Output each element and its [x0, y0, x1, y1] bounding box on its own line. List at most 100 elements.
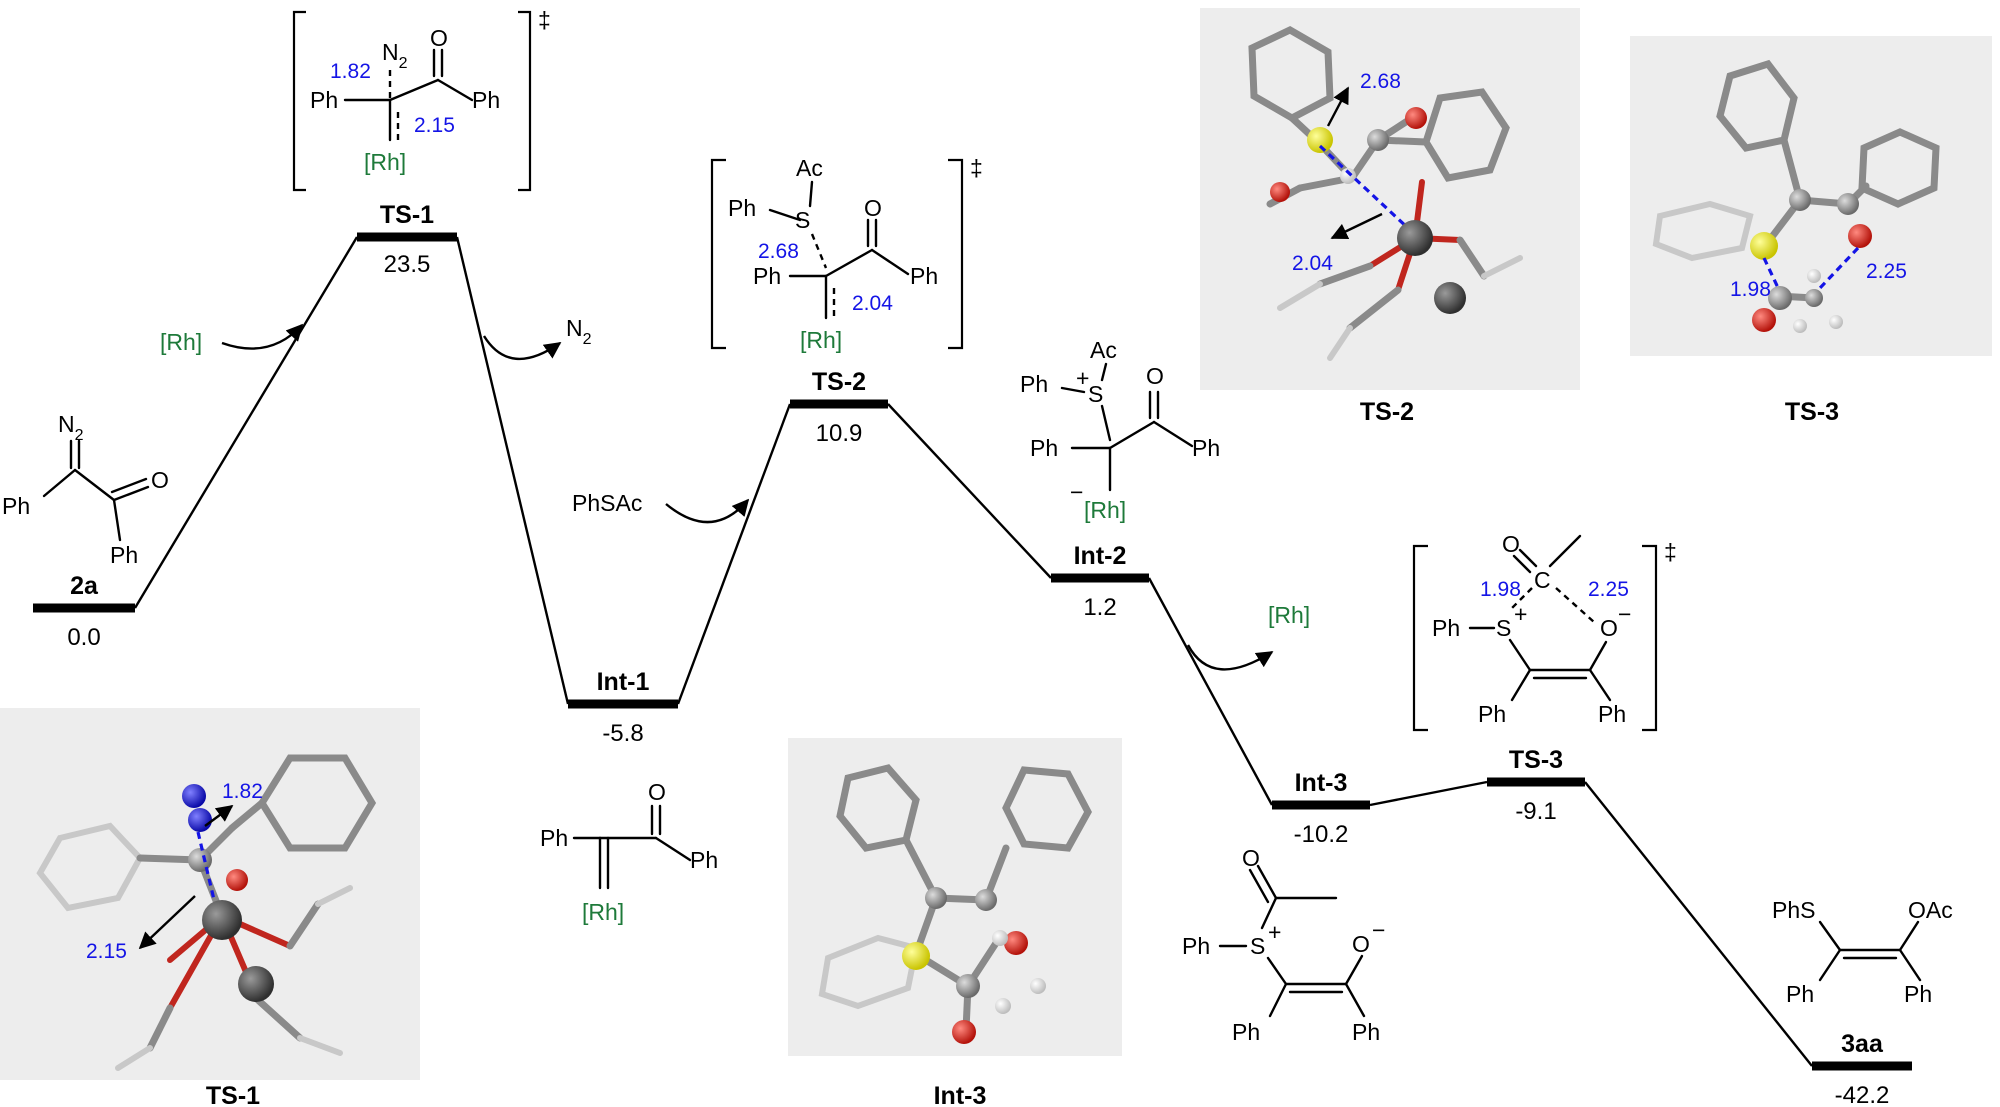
model-ts1: 1.82 2.15 TS-1: [0, 708, 420, 1107]
level-ts3-energy: -9.1: [1515, 798, 1556, 825]
ts1-3d-dist-rh: 2.15: [86, 940, 127, 963]
level-int1-label: Int-1: [597, 668, 650, 696]
ts3-ph-s: Ph: [1432, 615, 1460, 641]
n2-out-base: N: [566, 315, 583, 341]
ts2-ph-left: Ph: [753, 263, 781, 289]
int3-ph-s: Ph: [1182, 933, 1210, 959]
model-ts1-label: TS-1: [206, 1082, 260, 1107]
ts2-3d-dist-s: 2.68: [1360, 70, 1401, 93]
int3-o: O: [1242, 845, 1260, 871]
int2-s-plus: +: [1076, 365, 1089, 391]
svg-text:N2: N2: [58, 411, 84, 444]
structure-3aa: PhS OAc Ph Ph: [1772, 897, 1953, 1007]
ts1-rh: [Rh]: [364, 149, 406, 175]
int3-s: S: [1250, 933, 1265, 959]
reagent-rh-in: [Rh]: [160, 323, 304, 355]
level-int3-label: Int-3: [1295, 769, 1348, 797]
int1-rh: [Rh]: [582, 899, 624, 925]
rh-in-label: [Rh]: [160, 329, 202, 355]
ts2-o: O: [864, 195, 882, 221]
ts3-dist-s: 1.98: [1480, 578, 1521, 601]
int2-ac: Ac: [1090, 337, 1117, 363]
ts3-o-top: O: [1502, 531, 1520, 557]
ts3-s: S: [1496, 615, 1511, 641]
level-int3-energy: -10.2: [1294, 821, 1349, 848]
int3-ph-right: Ph: [1352, 1019, 1380, 1045]
level-ts3: TS-3 -9.1: [1487, 746, 1585, 825]
structure-ts3: ‡ O C 1.98 2.25 Ph S + O − Ph Ph: [1412, 531, 1677, 732]
ts1-ph-left: Ph: [310, 87, 338, 113]
2a-n2-base: N: [58, 411, 75, 437]
3aa-ph-left: Ph: [1786, 981, 1814, 1007]
ts2-dagger: ‡: [970, 155, 983, 181]
int2-o: O: [1146, 363, 1164, 389]
3aa-phs: PhS: [1772, 897, 1815, 923]
model-int3: Int-3: [788, 738, 1122, 1107]
int2-s: S: [1088, 381, 1103, 407]
level-int2: Int-2 1.2: [1051, 542, 1149, 621]
structure-ts1: ‡ N2 1.82 O Ph Ph 2.15 [Rh]: [292, 7, 551, 192]
level-ts1-label: TS-1: [380, 201, 434, 229]
structure-int2: Ac S + Ph O Ph Ph − [Rh]: [1020, 337, 1220, 523]
int3-ph-left: Ph: [1232, 1019, 1260, 1045]
int1-ph-left: Ph: [540, 825, 568, 851]
profile-connectors: [133, 236, 1813, 1067]
ts1-dagger: ‡: [538, 7, 551, 33]
level-3aa-energy: -42.2: [1835, 1082, 1890, 1107]
level-int3: Int-3 -10.2: [1272, 769, 1370, 848]
level-2a-label: 2a: [70, 572, 99, 600]
ts1-dist-rh: 2.15: [414, 114, 455, 137]
ts3-o-minus: −: [1618, 601, 1631, 627]
ts3-c: C: [1534, 567, 1551, 593]
ts3-dagger: ‡: [1664, 539, 1677, 565]
model-ts2: 2.68 2.04 TS-2: [1200, 8, 1580, 426]
reagent-rh-out: [Rh]: [1186, 602, 1310, 671]
2a-ph-left: Ph: [2, 493, 30, 519]
reagent-n2-out: N2: [482, 315, 592, 360]
ts2-dist-s: 2.68: [758, 240, 799, 263]
ts3-3d-dist-o: 2.25: [1866, 260, 1907, 283]
structure-int1: O Ph Ph [Rh]: [540, 779, 718, 925]
ts1-n2-base: N: [382, 39, 399, 65]
3aa-ph-right: Ph: [1904, 981, 1932, 1007]
level-int1: Int-1 -5.8: [568, 668, 678, 747]
level-3aa: 3aa -42.2: [1812, 1030, 1912, 1107]
int1-o: O: [648, 779, 666, 805]
2a-o: O: [151, 467, 169, 493]
int2-rh-minus: −: [1070, 479, 1083, 505]
level-3aa-label: 3aa: [1841, 1030, 1884, 1058]
ts2-rh: [Rh]: [800, 327, 842, 353]
n2-out-sub: 2: [583, 331, 592, 348]
ts2-ph-right: Ph: [910, 263, 938, 289]
ts3-s-plus: +: [1514, 601, 1527, 627]
model-ts2-label: TS-2: [1360, 398, 1414, 426]
ts1-n2-sub: 2: [399, 55, 408, 72]
level-ts3-label: TS-3: [1509, 746, 1563, 774]
int2-ph-left: Ph: [1030, 435, 1058, 461]
ts1-o: O: [430, 25, 448, 51]
ts3-o-right: O: [1600, 615, 1618, 641]
structure-ts2: ‡ Ac S Ph 2.68 O Ph Ph 2.04 [Rh]: [710, 155, 983, 353]
level-ts2-label: TS-2: [812, 368, 866, 396]
level-ts2: TS-2 10.9: [790, 368, 888, 447]
level-2a-energy: 0.0: [67, 624, 100, 651]
level-int2-label: Int-2: [1074, 542, 1127, 570]
level-ts1: TS-1 23.5: [357, 201, 457, 278]
phsac-in-label: PhSAc: [572, 490, 642, 516]
3aa-oac: OAc: [1908, 897, 1953, 923]
2a-ph-bottom: Ph: [110, 542, 138, 568]
2a-n2-sub: 2: [75, 427, 84, 444]
structure-2a: N2 Ph O Ph: [2, 411, 169, 568]
level-int2-energy: 1.2: [1083, 594, 1116, 621]
svg-text:N2: N2: [566, 315, 592, 348]
ts2-s: S: [795, 207, 810, 233]
ts2-ac: Ac: [796, 155, 823, 181]
int3-o-minus: −: [1372, 917, 1385, 943]
int2-rh: [Rh]: [1084, 497, 1126, 523]
level-int1-energy: -5.8: [602, 720, 643, 747]
int1-ph-right: Ph: [690, 847, 718, 873]
int3-s-plus: +: [1268, 919, 1281, 945]
level-ts1-energy: 23.5: [384, 251, 431, 278]
ts2-ph-s: Ph: [728, 195, 756, 221]
